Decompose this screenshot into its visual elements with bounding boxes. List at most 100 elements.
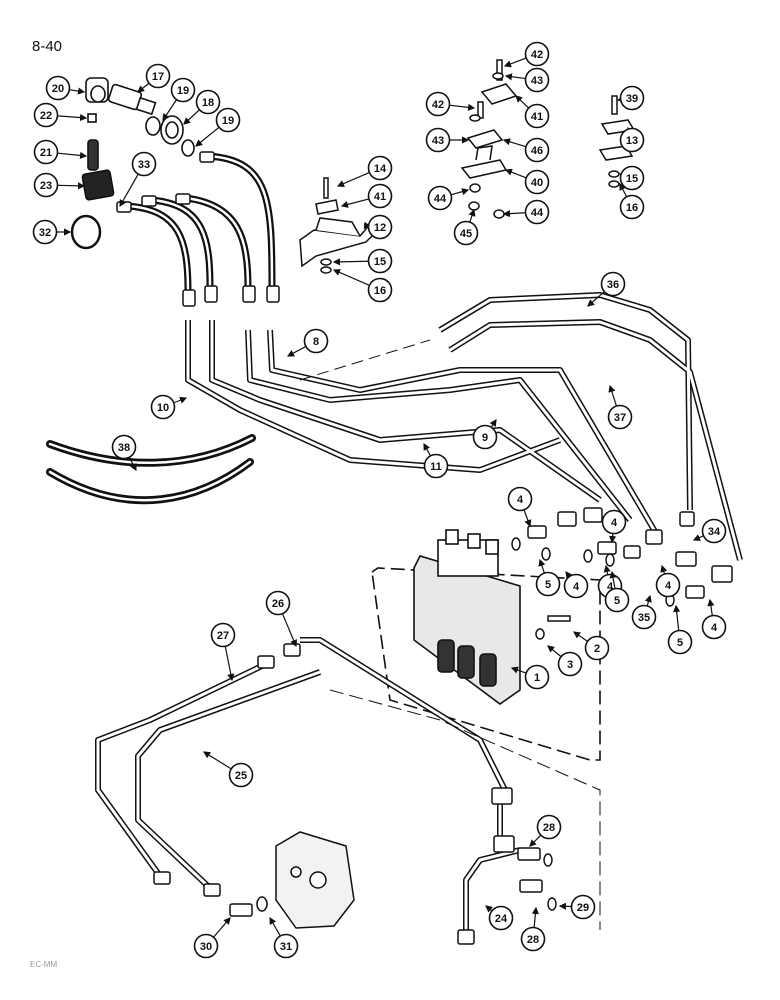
callout-19: 19 xyxy=(195,107,241,147)
callout-circle xyxy=(303,328,329,354)
callout-22: 22 xyxy=(33,102,88,128)
leader-line xyxy=(573,631,588,642)
leader-line xyxy=(692,534,704,541)
callout-circle xyxy=(524,41,550,67)
callout-circle xyxy=(472,424,498,450)
callout-number: 38 xyxy=(118,442,130,454)
callout-1: 1 xyxy=(510,664,550,690)
callout-circle xyxy=(145,63,171,89)
callout-3: 3 xyxy=(547,645,583,677)
dashed-lower xyxy=(329,689,601,930)
callout-circle xyxy=(427,185,453,211)
callout-45: 45 xyxy=(453,208,479,246)
callout-circle xyxy=(619,85,645,111)
callout-number: 8 xyxy=(313,336,319,348)
callout-number: 36 xyxy=(607,279,619,291)
callout-20: 20 xyxy=(45,75,86,101)
leader-line xyxy=(468,208,476,222)
callout-42: 42 xyxy=(425,91,476,117)
callout-circle xyxy=(631,604,657,630)
leader-line xyxy=(547,645,562,657)
callout-circle xyxy=(32,219,58,245)
leader-line xyxy=(57,151,88,159)
leader-line xyxy=(332,269,370,286)
callout-15: 15 xyxy=(332,248,393,274)
callout-layer: 2017191819222123333242434241434640444544… xyxy=(32,41,727,959)
callout-number: 46 xyxy=(531,145,543,157)
leader-line xyxy=(119,174,139,208)
callout-number: 35 xyxy=(638,612,650,624)
callout-circle xyxy=(33,102,59,128)
callout-circle xyxy=(584,635,610,661)
callout-number: 13 xyxy=(626,135,638,147)
callout-14: 14 xyxy=(336,155,393,187)
callout-circle xyxy=(607,404,633,430)
callout-circle xyxy=(619,127,645,153)
callout-number: 26 xyxy=(272,598,284,610)
callout-number: 20 xyxy=(52,83,64,95)
callout-number: 15 xyxy=(374,256,386,268)
callout-number: 4 xyxy=(573,581,580,593)
callout-8: 8 xyxy=(286,328,329,357)
callout-circle xyxy=(667,629,693,655)
callout-circle xyxy=(273,933,299,959)
callout-38: 38 xyxy=(111,434,137,472)
leader-line xyxy=(502,210,526,218)
leader-line xyxy=(503,57,526,68)
callout-circle xyxy=(193,933,219,959)
callout-number: 30 xyxy=(200,941,212,953)
callout-circle xyxy=(524,137,550,163)
callout-circle xyxy=(265,590,291,616)
callout-number: 37 xyxy=(614,412,626,424)
callout-circle xyxy=(524,664,550,690)
callout-16: 16 xyxy=(619,182,645,220)
leader-line xyxy=(504,168,527,179)
lower-fittings xyxy=(153,643,557,945)
callout-29: 29 xyxy=(558,894,596,920)
callout-number: 32 xyxy=(39,227,51,239)
callout-number: 18 xyxy=(202,97,214,109)
leader-line xyxy=(69,87,86,95)
leader-line xyxy=(195,127,220,147)
callout-5: 5 xyxy=(604,570,630,613)
leader-line xyxy=(609,533,617,544)
leader-line xyxy=(137,83,150,93)
callout-28: 28 xyxy=(520,906,546,952)
callout-circle xyxy=(367,214,393,240)
callout-44: 44 xyxy=(427,185,470,211)
callout-41: 41 xyxy=(340,183,393,209)
steel-tubes-inner xyxy=(186,293,742,561)
callout-circle xyxy=(524,199,550,225)
callout-circle xyxy=(557,651,583,677)
callout-number: 44 xyxy=(434,193,447,205)
callout-circle xyxy=(228,762,254,788)
callout-circle xyxy=(600,271,626,297)
callout-number: 23 xyxy=(40,180,52,192)
callout-36: 36 xyxy=(587,271,626,307)
leader-line xyxy=(282,613,298,648)
callout-circle xyxy=(150,394,176,420)
callout-circle xyxy=(33,139,59,165)
leader-line xyxy=(603,564,611,575)
callout-number: 43 xyxy=(432,135,444,147)
callout-number: 39 xyxy=(626,93,638,105)
callout-circle xyxy=(425,91,451,117)
callout-2: 2 xyxy=(573,631,610,661)
callout-circle xyxy=(45,75,71,101)
callout-number: 1 xyxy=(534,672,540,684)
callout-39: 39 xyxy=(616,85,645,111)
leader-line xyxy=(523,510,532,528)
callout-31: 31 xyxy=(269,916,299,959)
leader-line xyxy=(485,905,493,913)
dashed-ref-line xyxy=(299,339,431,381)
callout-44: 44 xyxy=(502,199,550,225)
callout-number: 33 xyxy=(138,159,150,171)
leader-line xyxy=(173,396,188,404)
page-number: 8-40 xyxy=(32,38,63,55)
leader-line xyxy=(286,346,306,357)
leader-line xyxy=(340,198,369,208)
callout-circle xyxy=(423,453,449,479)
callout-number: 10 xyxy=(157,402,169,414)
leader-line xyxy=(644,594,652,606)
